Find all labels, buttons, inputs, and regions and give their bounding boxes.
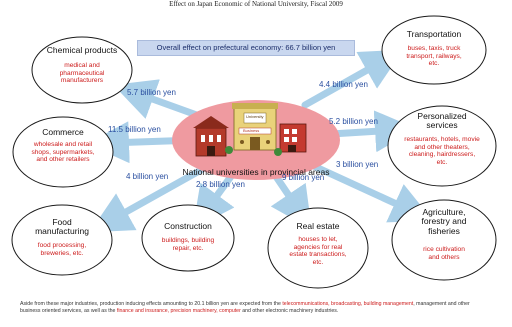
node-ellipse-commerce (12, 116, 114, 188)
amount-construction: 2.8 billion yen (196, 180, 245, 189)
node-title-realestate: Real estate (296, 221, 340, 231)
university-sign: University (246, 114, 264, 119)
node-body-realestate: houses to let, agencies for real estate … (289, 236, 347, 266)
amount-commerce: 11.5 billion yen (108, 125, 161, 134)
overall-effect-banner: Overall effect on prefectural economy: 6… (137, 40, 355, 56)
node-title-chemical: Chemical products (46, 45, 118, 55)
node-body-chemical: medical and pharmaceutical manufacturers (59, 62, 105, 85)
footnote: Aside from these major industries, produ… (20, 301, 480, 315)
node-title-commerce: Commerce (42, 127, 84, 137)
node-ellipse-chemical (31, 36, 133, 104)
footnote-part1: Aside from these major industries, produ… (20, 301, 281, 307)
node-title-food: Food manufacturing (35, 217, 89, 237)
node-ellipse-agriculture (391, 199, 497, 281)
node-ellipse-realestate (267, 207, 369, 289)
university-illustration (193, 103, 307, 157)
footnote-red1: telecommunications, broadcasting, buildi… (282, 301, 414, 307)
amount-realestate: 9 billion yen (282, 173, 325, 182)
amount-agriculture: 3 billion yen (336, 160, 379, 169)
arrow-agriculture (301, 158, 434, 223)
node-body-construction: buildings, building repair, etc. (161, 237, 215, 252)
business-sign: Business (243, 128, 260, 133)
node-body-agriculture: rice cultivation and others (423, 246, 465, 261)
node-ellipse-food (11, 204, 113, 276)
node-body-services: restaurants, hotels, movie and other the… (404, 136, 480, 166)
arrow-realestate (270, 171, 312, 230)
amount-transport: 4.4 billion yen (319, 80, 368, 89)
node-body-transport: buses, taxis, truck transport, railways,… (406, 45, 462, 68)
node-title-services: Personalized services (417, 111, 467, 131)
node-ellipse-transport (381, 15, 487, 85)
arrow-food (89, 161, 214, 233)
amount-chemical: 5.7 billion yen (127, 88, 176, 97)
top-caption: Effect on Japan Economic of National Uni… (169, 0, 343, 8)
node-ellipses (11, 15, 497, 289)
node-ellipse-construction (141, 204, 235, 272)
node-body-commerce: wholesale and retail shops, supermarkets… (31, 141, 95, 164)
node-title-agriculture: Agriculture, forestry and fisheries (421, 207, 467, 236)
node-title-construction: Construction (164, 221, 212, 231)
footnote-part2: , management and other business oriented… (20, 301, 470, 315)
node-title-transport: Transportation (406, 29, 462, 39)
arrow-transport (301, 49, 404, 109)
arrow-construction (192, 171, 236, 229)
center-label: National universities in provincial area… (182, 167, 330, 177)
node-ellipse-services (387, 105, 497, 187)
node-body-food: food processing, breweries, etc. (37, 242, 87, 257)
footnote-part3: and other electronic machinery industrie… (242, 308, 339, 315)
footnote-red2: finance and insurance, precision machine… (116, 308, 241, 315)
amount-food: 4 billion yen (126, 172, 169, 181)
amount-services: 5.2 billion yen (329, 117, 378, 126)
arrows (87, 49, 434, 233)
